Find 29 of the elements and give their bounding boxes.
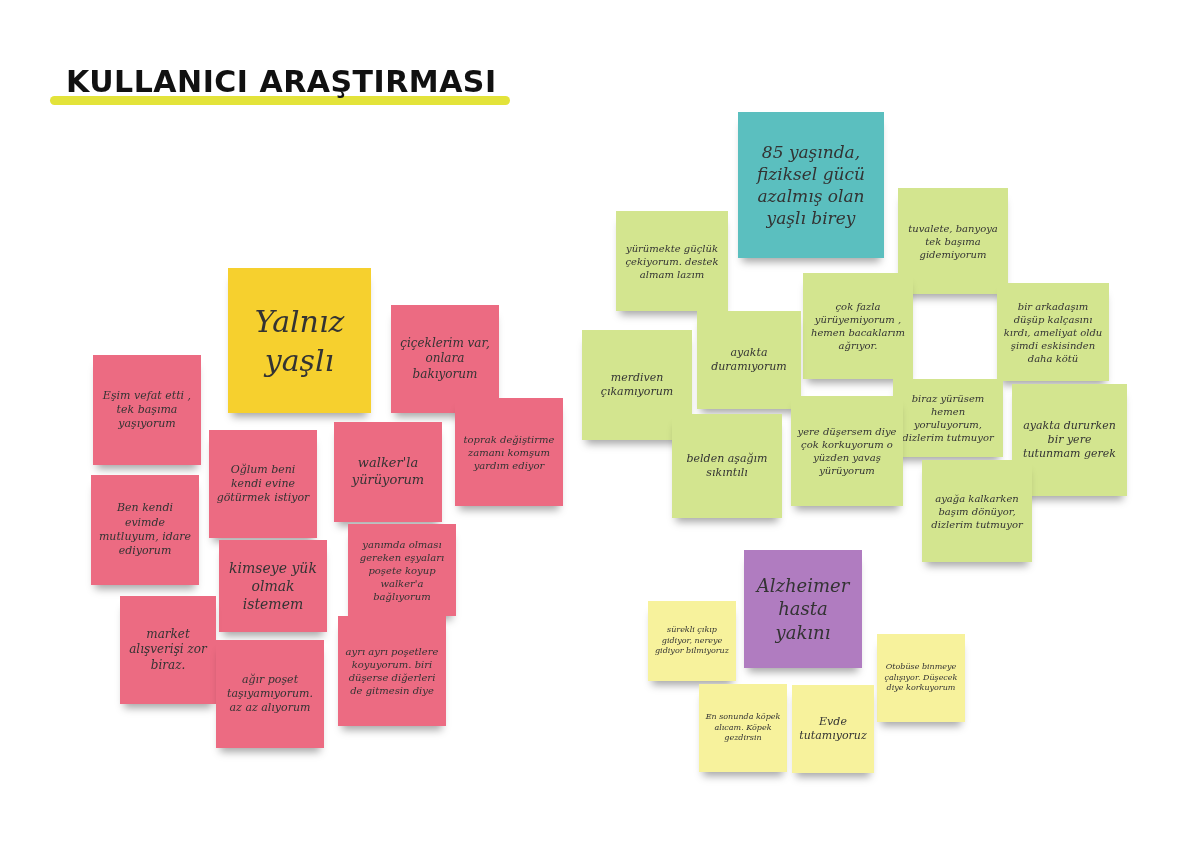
sticky-note: Eşim vefat etti , tek başıma yaşıyorum: [93, 355, 201, 465]
sticky-note: En sonunda köpek alıcam. Köpek gezdirsin: [699, 684, 787, 772]
sticky-note: ayakta dururken bir yere tutunmam gerek: [1012, 384, 1127, 496]
sticky-note: market alışverişi zor biraz.: [120, 596, 216, 704]
sticky-note: ayrı ayrı poşetlere koyuyorum. biri düşerse diğerleri de gitmesin diye: [338, 616, 446, 726]
sticky-note: Oğlum beni kendi evine götürmek istiyor: [209, 430, 317, 538]
page-title: KULLANICI ARAŞTIRMASI: [66, 64, 497, 99]
sticky-note: ayağa kalkarken başım dönüyor, dizlerim tutmuyor: [922, 460, 1032, 562]
sticky-note: Evde tutamıyoruz: [792, 685, 874, 773]
sticky-note: walker'la yürüyorum: [334, 422, 442, 522]
sticky-note: çiçeklerim var, onlara bakıyorum: [391, 305, 499, 413]
heading-sticky-note: 85 yaşında, fiziksel gücü azalmış olan yaşlı birey: [738, 112, 884, 258]
sticky-note: bir arkadaşım düşüp kalçasını kırdı, ameliyat oldu şimdi eskisinden daha kötü: [997, 283, 1109, 381]
sticky-note: Ben kendi evimde mutluyum, idare ediyorum: [91, 475, 199, 585]
sticky-note: merdiven çıkamıyorum: [582, 330, 692, 440]
sticky-note: toprak değiştirme zamanı komşum yardım ediyor: [455, 398, 563, 506]
sticky-note: ayakta duramıyorum: [697, 311, 801, 409]
sticky-note: çok fazla yürüyemiyorum , hemen bacaklarım ağrıyor.: [803, 273, 913, 379]
sticky-note: belden aşağım sıkıntılı: [672, 414, 782, 518]
sticky-note: ağır poşet taşıyamıyorum. az az alıyorum: [216, 640, 324, 748]
sticky-note: Otobüse binmeye çalışıyor. Düşecek diye korkuyorum: [877, 634, 965, 722]
sticky-note: yere düşersem diye çok korkuyorum o yüzden yavaş yürüyorum: [791, 396, 903, 506]
sticky-note: yanımda olması gereken eşyaları poşete koyup walker'a bağlıyorum: [348, 524, 456, 616]
sticky-note: yürümekte güçlük çekiyorum. destek almam lazım: [616, 211, 728, 311]
heading-sticky-note: Alzheimer hasta yakını: [744, 550, 862, 668]
heading-sticky-note: Yalnız yaşlı: [228, 268, 371, 413]
sticky-note: kimseye yük olmak istemem: [219, 540, 327, 632]
sticky-note: tuvalete, banyoya tek başıma gidemiyorum: [898, 188, 1008, 294]
sticky-note: sürekli çıkıp gidiyor, nereye gidiyor bilmiyoruz: [648, 601, 736, 681]
